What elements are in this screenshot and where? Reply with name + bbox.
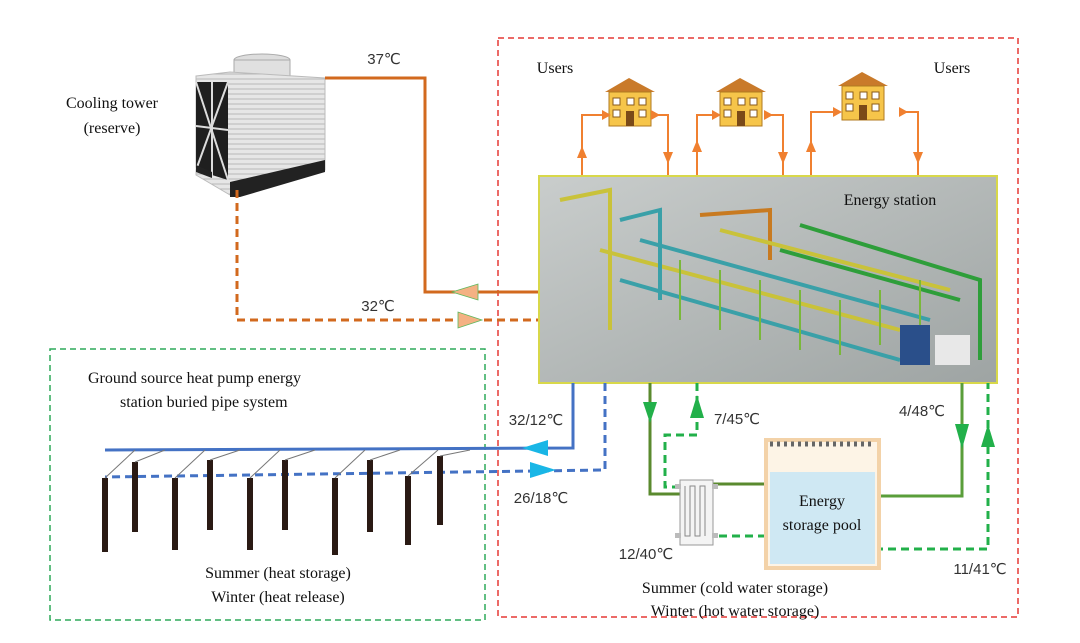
probe-connector [249,449,281,479]
ground-supply-pipe [104,383,575,452]
users-label-right: Users [934,60,970,77]
house-icon [838,72,888,121]
pool-sub-label: storage pool [783,517,862,534]
ground-source-boundary [49,348,486,621]
tower-return-temp: 32℃ [361,298,395,315]
pool-out-temp: 11/41℃ [953,561,1006,578]
cooling-tower-icon [195,53,326,197]
probe-connector [439,449,471,457]
probe-connector [134,449,166,463]
probe-connector [104,449,136,479]
pool-supply-pipe [870,383,964,498]
station-out-left-temp: 7/45℃ [714,411,760,428]
users-label-left: Users [537,60,573,77]
hx-return-arrow-icon [690,395,704,418]
ground-return-temp: 26/18℃ [514,490,568,507]
probe-connector [209,449,241,461]
pool-label: Energy [799,493,845,510]
energy-station-label: Energy station [844,192,937,209]
pool-summer-label: Summer (cold water storage) [642,580,828,597]
cooling-tower-sub-label: (reserve) [84,120,141,137]
house-icon [716,78,766,127]
house-icon [605,78,655,127]
hx-supply-pipe [648,383,680,496]
ground-source-subtitle: station buried pipe system [120,394,288,411]
ground-source-title: Ground source heat pump energy [88,370,301,387]
pool-supply-arrow-icon [955,424,969,449]
tower-supply-arrow-icon [450,283,479,301]
ground-return-arrow-icon [530,462,556,478]
energy-storage-pool-icon [764,438,881,570]
pool-return-arrow-icon [981,424,995,447]
ground-supply-arrow-icon [522,440,548,456]
tower-supply-pipe [325,76,540,294]
ground-return-pipe [104,383,607,479]
ground-winter-label: Winter (heat release) [211,589,345,606]
tower-supply-temp: 37℃ [367,51,401,68]
buried-pipe-probes [102,449,471,555]
energy-station-boundary [497,37,1019,618]
hx-return-pipe [663,383,699,489]
hx-out-temp: 12/40℃ [619,546,673,563]
probe-connector [369,449,401,461]
cooling-tower-label: Cooling tower [66,95,159,112]
probe-connector [284,449,316,461]
probe-connector [407,449,439,477]
ground-summer-label: Summer (heat storage) [205,565,351,582]
user-flow-arrows [577,107,923,164]
tower-return-pipe [235,190,540,322]
hx-supply-arrow-icon [643,402,657,423]
ground-supply-temp: 32/12℃ [509,412,563,429]
pool-winter-label: Winter (hot water storage) [651,603,820,620]
probe-connector [334,449,366,479]
energy-station-image [538,175,998,384]
station-out-right-temp: 4/48℃ [899,403,945,420]
probe-connector [174,449,206,479]
tower-return-arrow-icon [457,311,484,329]
heat-exchanger-icon [675,479,718,546]
